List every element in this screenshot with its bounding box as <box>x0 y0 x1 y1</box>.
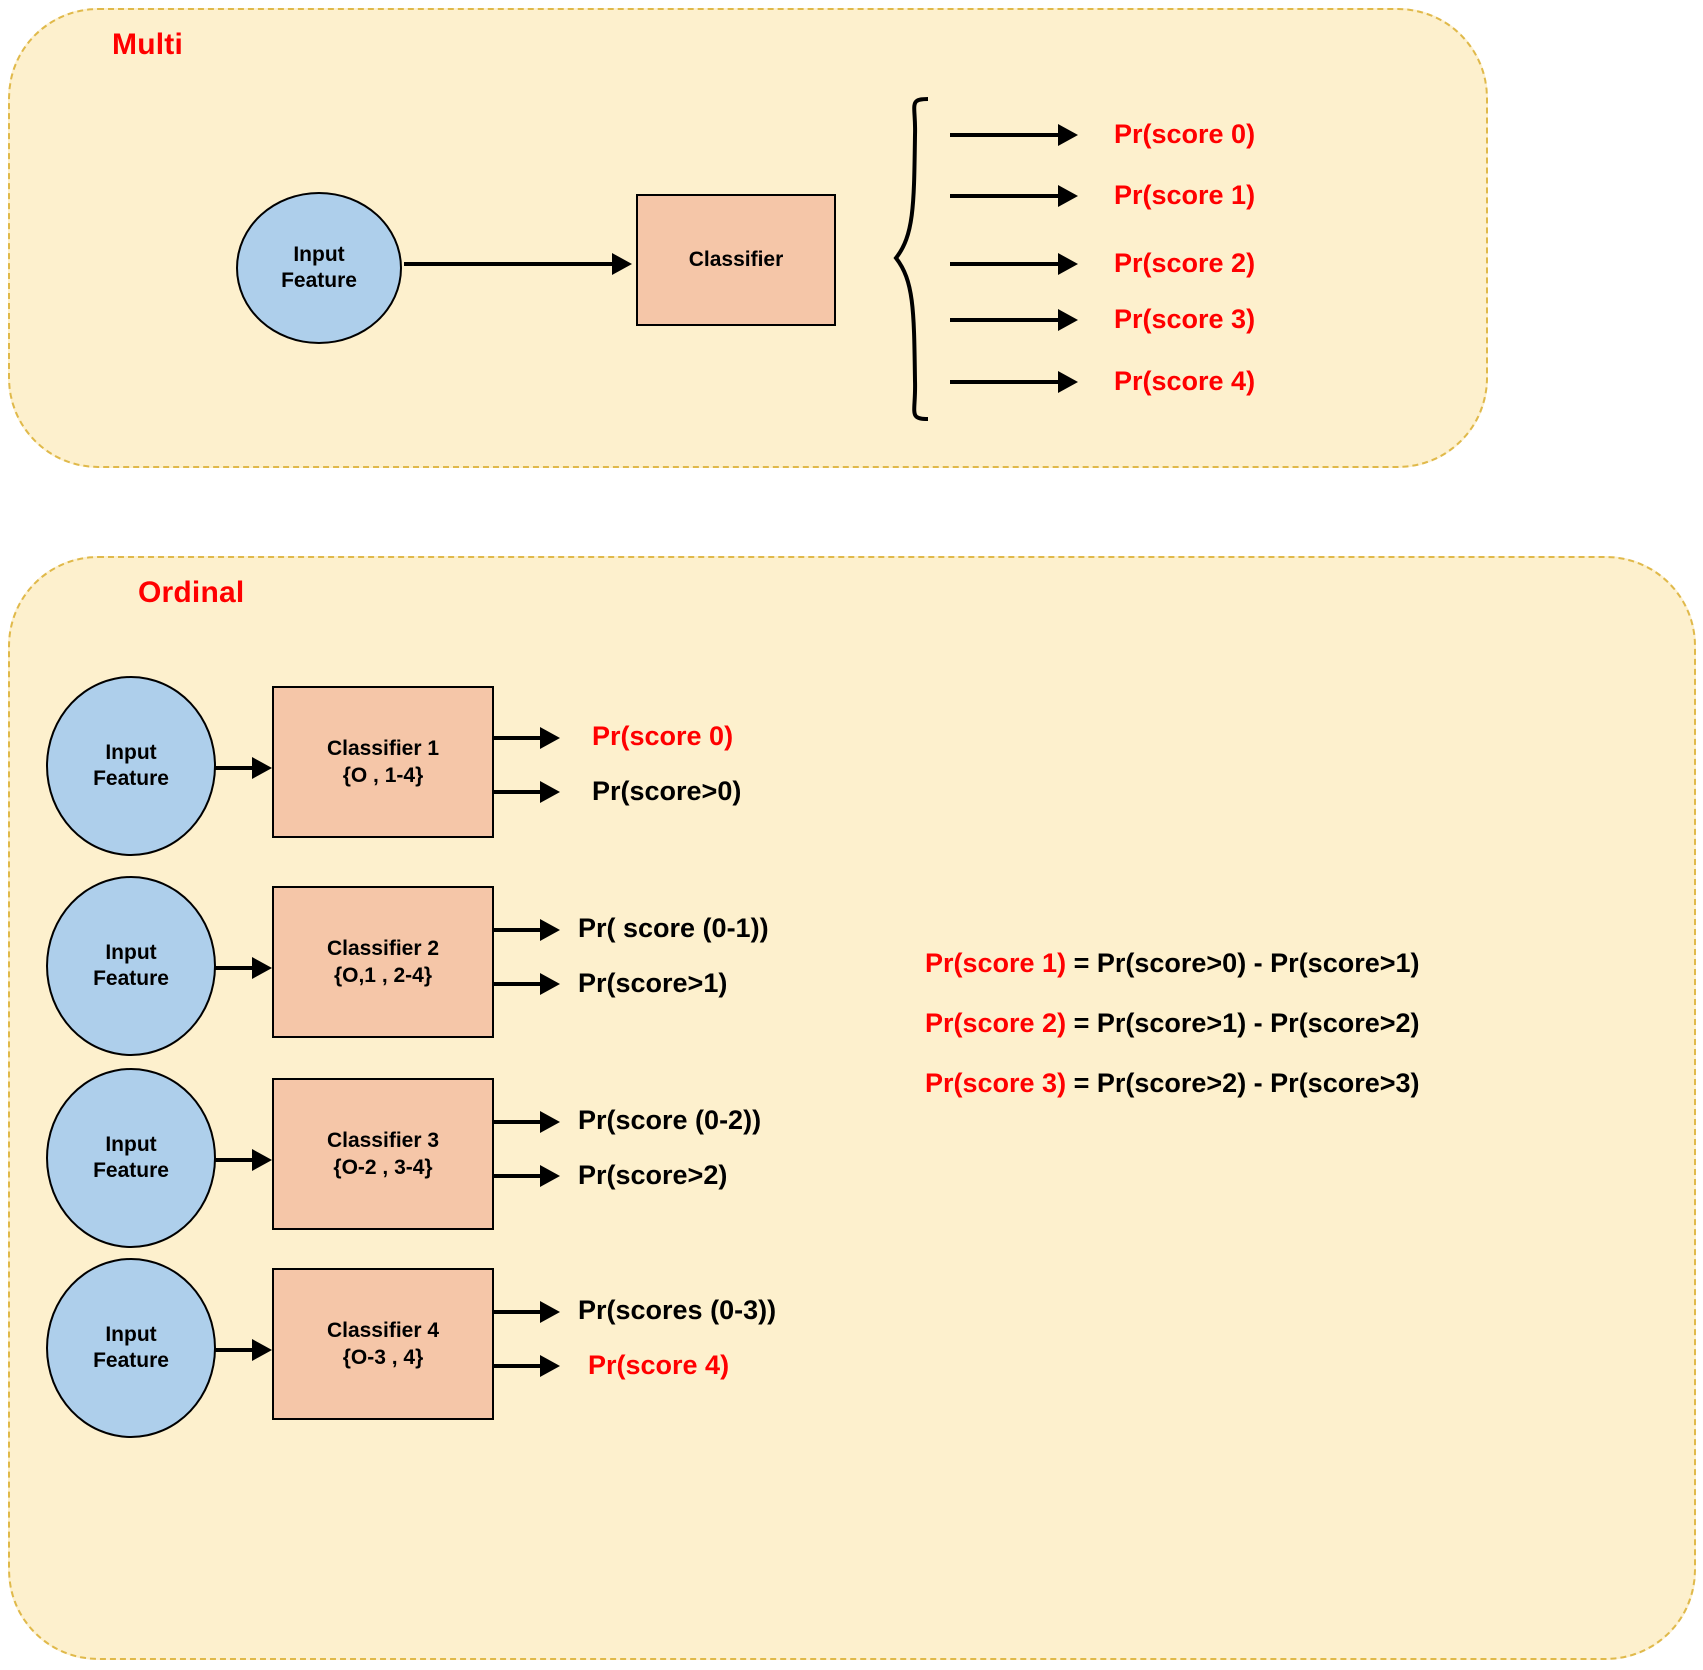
ordinal-row1-output-top: Pr(score 0) <box>592 721 734 751</box>
ordinal-row1-classifier-line1: Classifier 1 <box>326 736 440 760</box>
ordinal-equation-2-lhs: Pr(score 2) <box>925 1008 1067 1038</box>
multi-output-label-2: Pr(score 2) <box>1114 248 1256 278</box>
ordinal-row1-input-line2: Feature <box>93 767 169 790</box>
ordinal-row4-classifier-line1: Classifier 4 <box>326 1318 440 1342</box>
multi-input-feature-node: Input Feature <box>236 192 402 344</box>
ordinal-row1-input-feature-node: Input Feature <box>46 676 216 856</box>
ordinal-row2-output-bottom: Pr(score>1) <box>578 968 728 998</box>
ordinal-row3-output-bottom: Pr(score>2) <box>578 1160 728 1190</box>
multi-output-label-4: Pr(score 4) <box>1114 366 1256 396</box>
ordinal-row2-classifier-line1: Classifier 2 <box>326 936 440 960</box>
panel-ordinal-title: Ordinal <box>138 576 245 609</box>
ordinal-equation-1: Pr(score 1) = Pr(score>0) - Pr(score>1) <box>925 950 1420 977</box>
ordinal-row2-input-line1: Input <box>105 941 157 965</box>
ordinal-row3-classifier-line2: {O-2 , 3-4} <box>333 1156 433 1179</box>
ordinal-row1-input-line1: Input <box>105 741 157 765</box>
ordinal-row1-output-bottom: Pr(score>0) <box>592 776 742 806</box>
ordinal-row4-input-line2: Feature <box>93 1349 169 1372</box>
panel-multi-title: Multi <box>112 28 183 61</box>
ordinal-row3-output-top: Pr(score (0-2)) <box>578 1105 762 1135</box>
multi-output-label-3: Pr(score 3) <box>1114 304 1256 334</box>
multi-output-label-1: Pr(score 1) <box>1114 180 1256 210</box>
ordinal-row4-output-bottom: Pr(score 4) <box>588 1350 730 1380</box>
ordinal-row2-classifier-line2: {O,1 , 2-4} <box>333 964 433 987</box>
ordinal-row2-input-line2: Feature <box>93 967 169 990</box>
ordinal-row1-classifier-line2: {O , 1-4} <box>342 764 424 787</box>
ordinal-row3-input-feature-node: Input Feature <box>46 1068 216 1248</box>
ordinal-equation-2: Pr(score 2) = Pr(score>1) - Pr(score>2) <box>925 1010 1420 1037</box>
ordinal-row2-output-top: Pr( score (0-1)) <box>578 913 769 943</box>
ordinal-equation-1-lhs: Pr(score 1) <box>925 948 1067 978</box>
ordinal-row3-classifier-line1: Classifier 3 <box>326 1128 440 1152</box>
ordinal-row4-classifier-box: Classifier 4 {O-3 , 4} <box>272 1268 494 1420</box>
multi-output-label-0: Pr(score 0) <box>1114 119 1256 149</box>
multi-classifier-label: Classifier <box>688 248 784 272</box>
ordinal-equation-3: Pr(score 3) = Pr(score>2) - Pr(score>3) <box>925 1070 1420 1097</box>
ordinal-row2-classifier-box: Classifier 2 {O,1 , 2-4} <box>272 886 494 1038</box>
ordinal-equation-3-lhs: Pr(score 3) <box>925 1068 1067 1098</box>
multi-input-line2: Feature <box>281 269 357 292</box>
multi-input-line1: Input <box>293 243 345 267</box>
multi-output-brace <box>893 97 929 421</box>
ordinal-row2-input-feature-node: Input Feature <box>46 876 216 1056</box>
ordinal-row4-input-feature-node: Input Feature <box>46 1258 216 1438</box>
ordinal-row4-input-line1: Input <box>105 1323 157 1347</box>
ordinal-row4-classifier-line2: {O-3 , 4} <box>342 1346 424 1369</box>
ordinal-equation-1-rhs: = Pr(score>0) - Pr(score>1) <box>1066 948 1420 978</box>
ordinal-row1-classifier-box: Classifier 1 {O , 1-4} <box>272 686 494 838</box>
ordinal-row3-classifier-box: Classifier 3 {O-2 , 3-4} <box>272 1078 494 1230</box>
ordinal-row4-output-top: Pr(scores (0-3)) <box>578 1295 777 1325</box>
ordinal-row3-input-line1: Input <box>105 1133 157 1157</box>
ordinal-row3-input-line2: Feature <box>93 1159 169 1182</box>
panel-ordinal <box>8 556 1696 1660</box>
ordinal-equation-2-rhs: = Pr(score>1) - Pr(score>2) <box>1066 1008 1420 1038</box>
multi-classifier-box: Classifier <box>636 194 836 326</box>
ordinal-equation-3-rhs: = Pr(score>2) - Pr(score>3) <box>1066 1068 1420 1098</box>
